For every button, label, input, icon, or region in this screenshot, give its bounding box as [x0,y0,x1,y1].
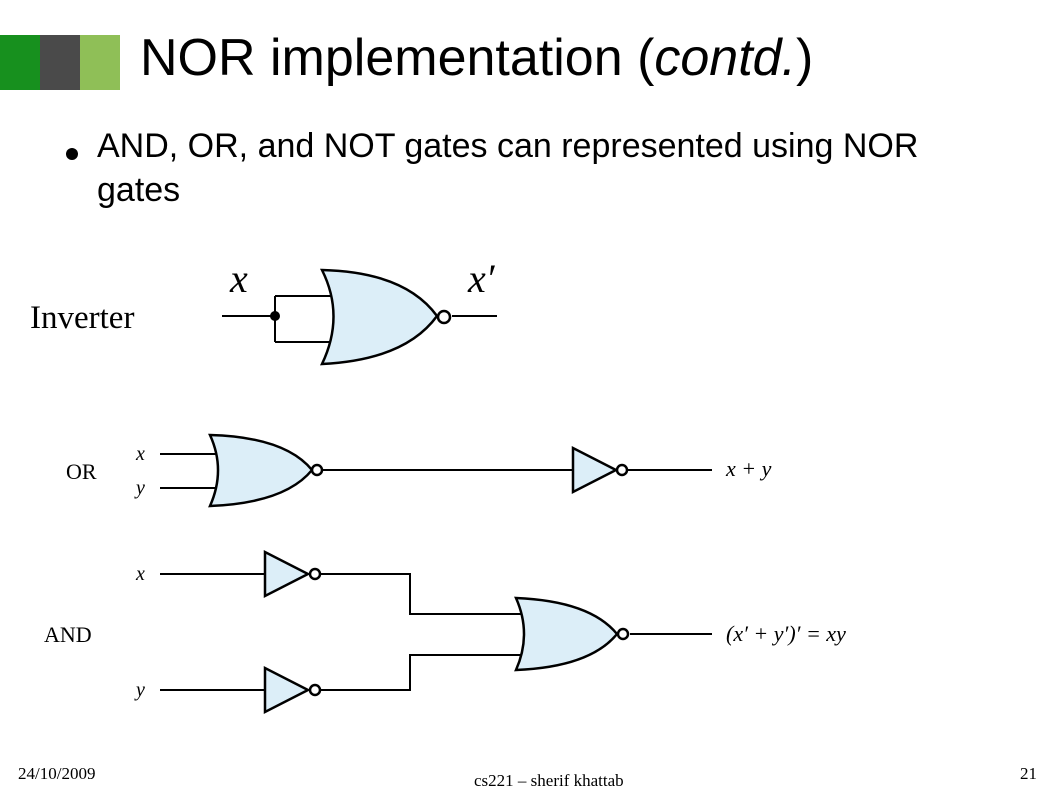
or-inverter-bubble [615,463,629,477]
bullet-text: AND, OR, and NOT gates can represented u… [97,127,919,209]
or-output-label: x + y [725,456,772,481]
accent-square-gray [40,35,80,90]
slide-title: NOR implementation (contd.) [140,22,813,94]
inverter-input-label: x [229,256,248,301]
accent-square-light-green [80,35,120,90]
and-x-bubble [308,567,322,581]
and-output-label: (x′ + y′)′ = xy [726,621,846,646]
footer-date: 24/10/2009 [18,764,96,783]
title-end: ) [796,29,814,87]
and-y-bubble [308,683,322,697]
bullet-icon [66,148,78,160]
title-main: NOR implementation ( [140,29,655,87]
inverter-bubble [436,309,452,325]
and-lower-route [321,654,524,691]
and-input-y: y [134,679,145,701]
inverter-output-label: x′ [467,256,496,301]
or-input-x: x [135,443,145,465]
title-italic: contd. [654,29,797,87]
and-input-x: x [135,563,145,585]
footer-page-number: 21 [1020,764,1037,783]
or-nor-bubble [310,463,324,477]
inverter-nor-gate [319,268,439,366]
and-upper-route [321,573,524,615]
and-label: AND [44,622,92,647]
and-y-inverter [263,665,311,715]
junction-dot [270,311,280,321]
inverter-label: Inverter [30,300,134,336]
or-input-y: y [134,477,145,499]
or-nor-gate [208,433,314,508]
footer-course: cs221 – sherif khattab [474,771,624,790]
or-label: OR [66,459,97,484]
or-inverter [571,445,619,495]
and-nor-gate [514,596,619,672]
and-nor-bubble [616,627,630,641]
accent-square-green [0,35,40,90]
and-x-inverter [263,549,311,599]
